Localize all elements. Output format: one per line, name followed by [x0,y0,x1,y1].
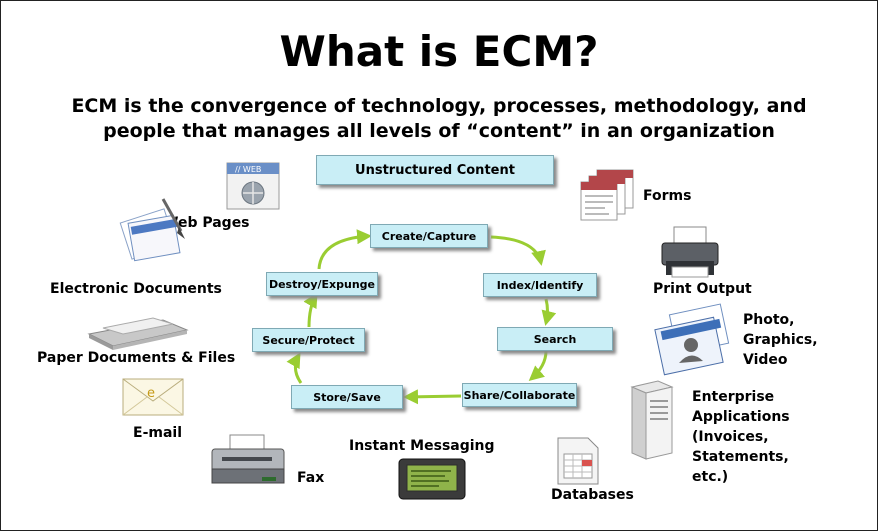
fax-machine-icon [211,434,285,484]
database-icon [557,437,599,485]
slide-title: What is ECM? [279,27,599,76]
label-photo: Photo, [743,312,795,328]
label-graphics: Graphics, [743,332,818,348]
label-enterprise-applications: Enterprise Applications (Invoices, State… [692,387,790,487]
label-enterprise-line-5: etc.) [692,469,729,485]
label-print-output: Print Output [653,281,752,297]
cycle-destroy-expunge: Destroy/Expunge [266,272,378,296]
arrow-secure-to-destroy [303,292,318,328]
photo-graphics-video-icon [654,303,730,376]
label-video: Video [743,352,788,368]
svg-text:e: e [147,386,155,401]
forms-icon [580,169,634,221]
arrow-search-to-share [528,350,548,381]
instant-messaging-device-icon [398,458,466,500]
arrow-destroy-to-create [317,229,372,270]
server-tower-icon [630,380,674,460]
label-databases: Databases [551,487,634,503]
label-enterprise-line-4: Statements, [692,449,789,465]
cycle-store-save: Store/Save [291,385,403,409]
label-photo-graphics-video: Photo, Graphics, Video [743,310,818,370]
cycle-search: Search [497,327,613,351]
subtitle-line-2: people that manages all levels of “conte… [103,120,775,142]
label-email: E-mail [133,425,183,441]
label-web-pages: Web Pages [163,215,250,231]
printer-icon [661,226,719,278]
subtitle-line-1: ECM is the convergence of technology, pr… [71,95,807,117]
label-enterprise-line-3: (Invoices, [692,429,769,445]
electronic-documents-icon [119,198,185,262]
cycle-index-identify: Index/Identify [483,273,597,297]
label-forms: Forms [643,188,692,204]
web-badge-text: // WEB [235,165,261,174]
web-page-icon: // WEB [226,162,280,210]
cycle-secure-protect: Secure/Protect [252,328,365,352]
arrow-create-to-index [490,235,546,266]
scanner-icon [87,317,189,350]
cycle-create-capture: Create/Capture [370,224,488,248]
arrow-store-to-secure [286,352,303,384]
label-paper-documents: Paper Documents & Files [37,350,236,366]
label-enterprise-line-1: Enterprise [692,389,775,405]
label-fax: Fax [297,470,325,486]
label-electronic-documents: Electronic Documents [50,281,222,297]
arrow-share-to-store [403,389,462,405]
email-envelope-icon: e [122,378,184,416]
label-enterprise-line-2: Applications [692,409,790,425]
slide-subtitle: ECM is the convergence of technology, pr… [1,94,877,144]
unstructured-content-box: Unstructured Content [316,155,554,185]
arrow-index-to-search [541,298,557,326]
label-instant-messaging: Instant Messaging [349,438,495,454]
cycle-share-collaborate: Share/Collaborate [462,383,577,407]
